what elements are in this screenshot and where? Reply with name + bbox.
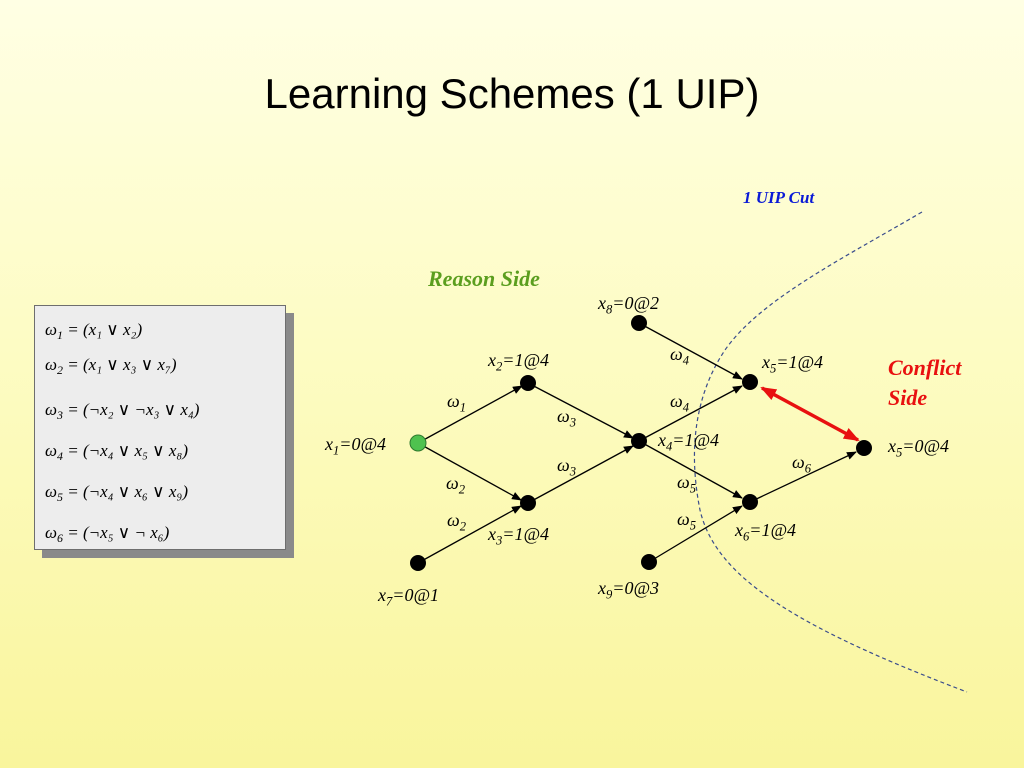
edge-label-w2b: ω2 — [447, 510, 467, 534]
node-x4 — [631, 433, 647, 449]
clause-5: ω5 = (¬x₄ ∨ x₆ ∨ x₉) — [45, 482, 188, 505]
node-x7 — [410, 555, 426, 571]
uip-cut-label: 1 UIP Cut — [743, 188, 815, 207]
node-label-x8: x8=0@2 — [598, 293, 660, 317]
edge-x9-x6 — [648, 505, 743, 563]
conflict-side-line1: Conflict — [888, 355, 962, 380]
edge-label-w1: ω1 — [447, 391, 467, 415]
node-x1 — [409, 434, 427, 452]
node-x5a — [742, 374, 758, 390]
edge-x1-x3 — [417, 442, 522, 501]
edge-x3-x4 — [527, 445, 634, 504]
clause-box: ω1 = (x₁ ∨ x₂) ω2 = (x₁ ∨ x₃ ∨ x₇) ω3 = … — [34, 305, 286, 550]
edge-label-w4a: ω4 — [670, 344, 690, 368]
clause-1: ω1 = (x₁ ∨ x₂) — [45, 320, 143, 343]
node-label-x4: x4=1@4 — [658, 430, 720, 454]
node-x2 — [520, 375, 536, 391]
node-label-x9: x9=0@3 — [598, 578, 660, 602]
conflict-side-label: Conflict Side — [888, 353, 961, 413]
edge-label-w2a: ω2 — [446, 473, 466, 497]
node-label-x5b: x5=0@4 — [888, 436, 950, 460]
slide-title: Learning Schemes (1 UIP) — [264, 70, 760, 117]
node-x6 — [742, 494, 758, 510]
node-label-x6: x6=1@4 — [735, 520, 797, 544]
edge-label-w6: ω6 — [792, 452, 812, 476]
edge-label-w5b: ω5 — [677, 509, 697, 533]
conflict-side-line2: Side — [888, 385, 928, 410]
node-label-x7: x7=0@1 — [378, 585, 440, 609]
node-label-x5a: x5=1@4 — [762, 352, 824, 376]
node-x8 — [631, 315, 647, 331]
edge-x6-x5b — [749, 451, 857, 503]
edge-label-w3b: ω3 — [557, 455, 577, 479]
node-label-x1: x1=0@4 — [325, 434, 387, 458]
edge-x7-x3 — [417, 505, 522, 564]
edge-x1-x2 — [417, 385, 523, 444]
uip-cut-line — [693, 211, 968, 693]
edge-label-w4b: ω4 — [670, 391, 690, 415]
clause-3: ω3 = (¬x₂ ∨ ¬x₃ ∨ x₄) — [45, 400, 200, 423]
node-label-x3: x3=1@4 — [488, 524, 550, 548]
node-label-x2: x2=1@4 — [488, 350, 550, 374]
edge-x2-x4 — [527, 382, 634, 439]
node-x9 — [641, 554, 657, 570]
edge-x4-x6 — [638, 440, 743, 499]
reason-side-label: Reason Side — [428, 266, 540, 291]
node-x3 — [520, 495, 536, 511]
edge-label-w5a: ω5 — [677, 472, 697, 496]
clause-6: ω6 = (¬x₅ ∨ ¬ x₆) — [45, 523, 170, 546]
edge-x8-x5 — [638, 322, 743, 380]
node-x5b — [856, 440, 872, 456]
conflict-arrow — [760, 386, 860, 442]
clause-2: ω2 = (x₁ ∨ x₃ ∨ x₇) — [45, 355, 177, 378]
clause-4: ω4 = (¬x₄ ∨ x₅ ∨ x₈) — [45, 441, 188, 464]
edge-x4-x5 — [638, 385, 743, 442]
edge-label-w3a: ω3 — [557, 406, 577, 430]
